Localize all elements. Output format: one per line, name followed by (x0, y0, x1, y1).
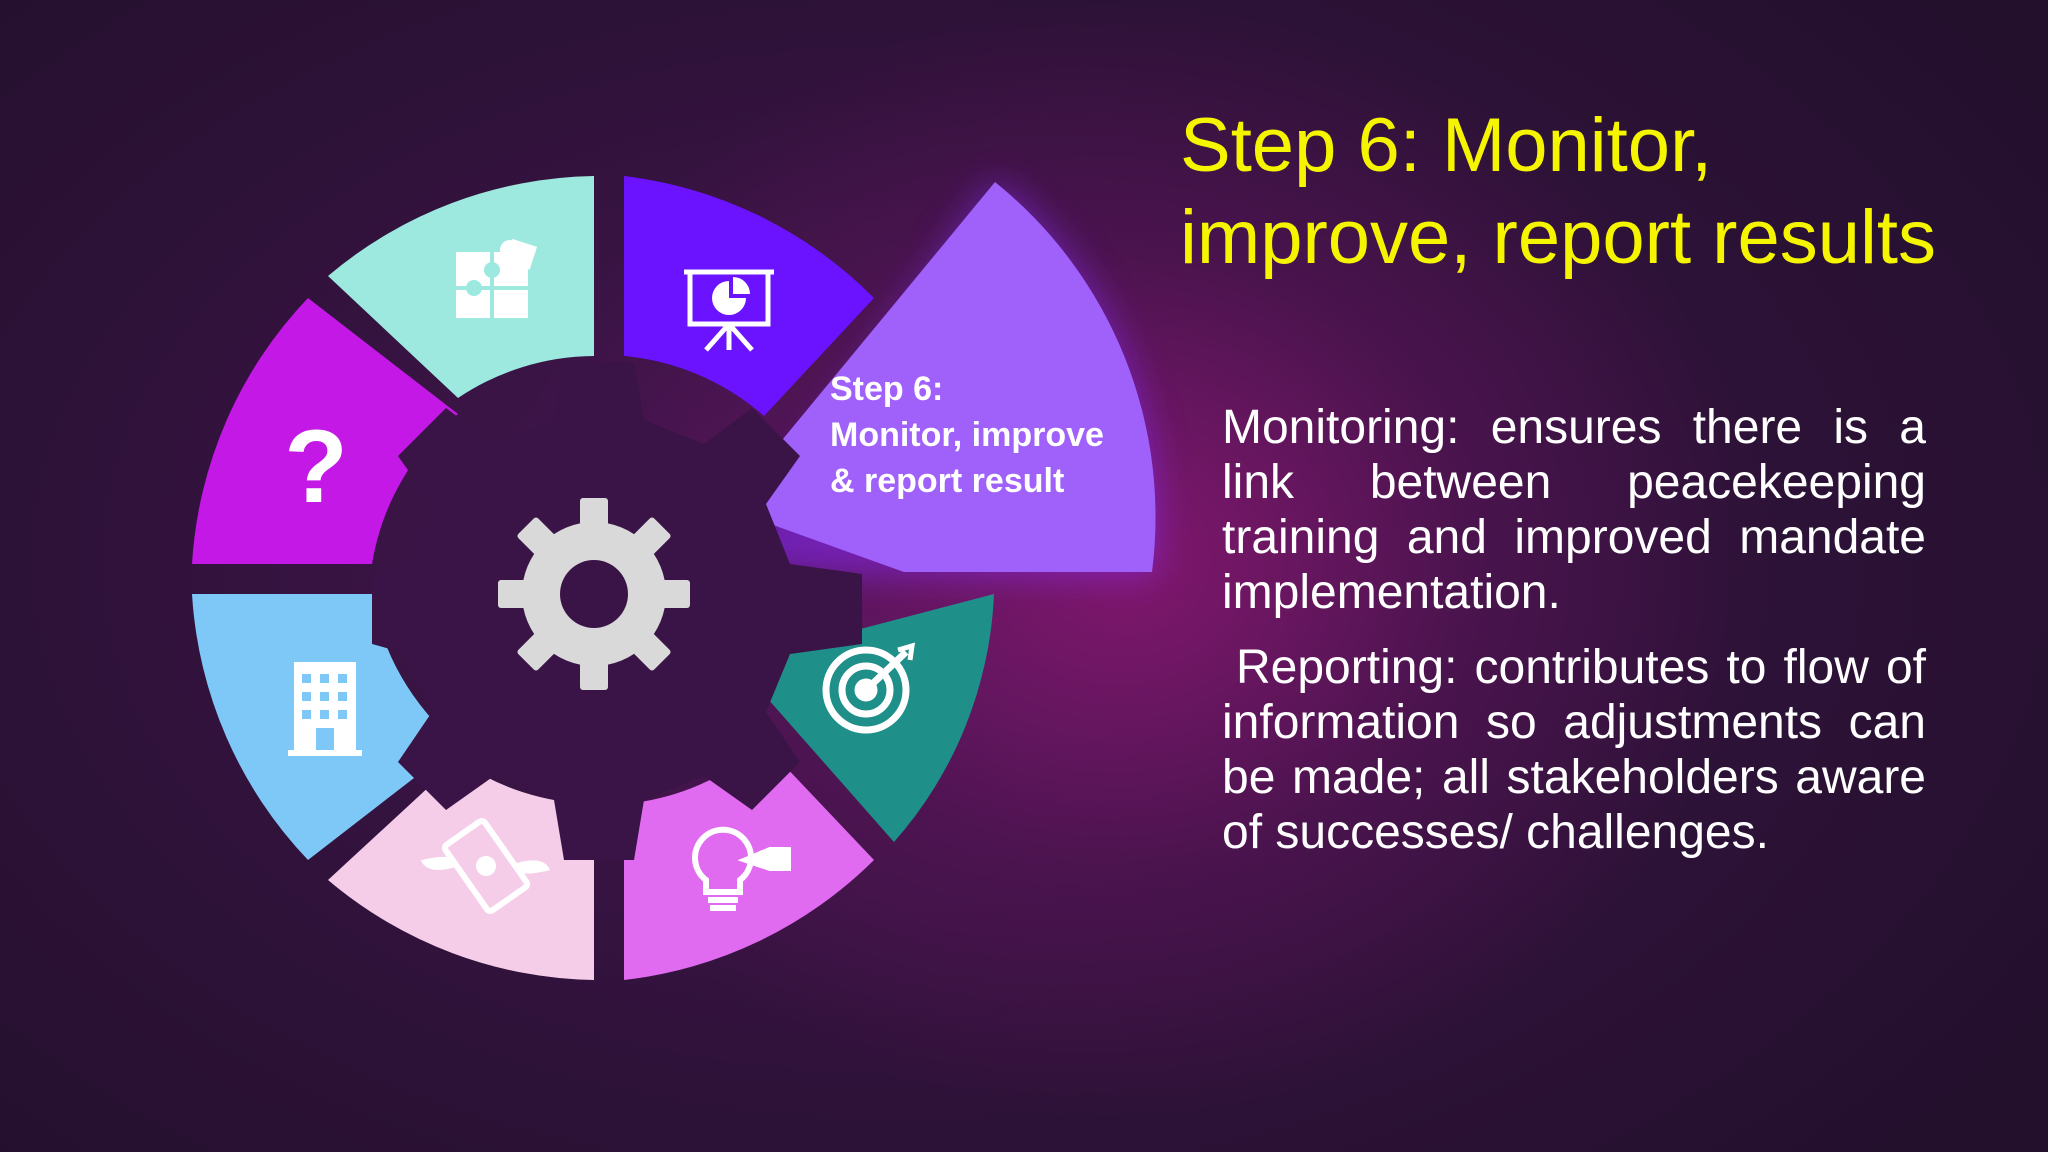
target-icon (822, 642, 916, 734)
highlight-step-label-line-1: Step 6: (830, 370, 944, 408)
segment-right-upper-highlighted (726, 182, 1156, 572)
reporting-paragraph: Reporting: contributes to flow of inform… (1222, 641, 1926, 859)
gear-icon (498, 498, 690, 690)
slide-body: Monitoring: ensures there is a link betw… (1222, 400, 1926, 880)
segment-left-upper (192, 298, 458, 564)
segment-top-left (328, 176, 594, 398)
segment-right-lower (734, 594, 994, 842)
highlight-step-label-line-3: & report result (830, 462, 1065, 500)
presentation-pie (712, 277, 750, 315)
flying-money-icon (420, 818, 550, 914)
lightbulb-tag-icon (692, 826, 791, 911)
presentation-chart-icon (684, 269, 774, 352)
building-icon (288, 662, 362, 756)
question-icon: ? (284, 409, 348, 525)
slide-title: Step 6: Monitor, improve, report results (1180, 103, 1937, 280)
segment-top-right (624, 176, 874, 416)
monitoring-paragraph: Monitoring: ensures there is a link betw… (1222, 401, 1926, 619)
highlight-step-label: Step 6: Monitor, improve & report result (830, 366, 1104, 504)
highlight-step-label-line-2: Monitor, improve (830, 416, 1104, 454)
puzzle-icon (456, 238, 538, 318)
